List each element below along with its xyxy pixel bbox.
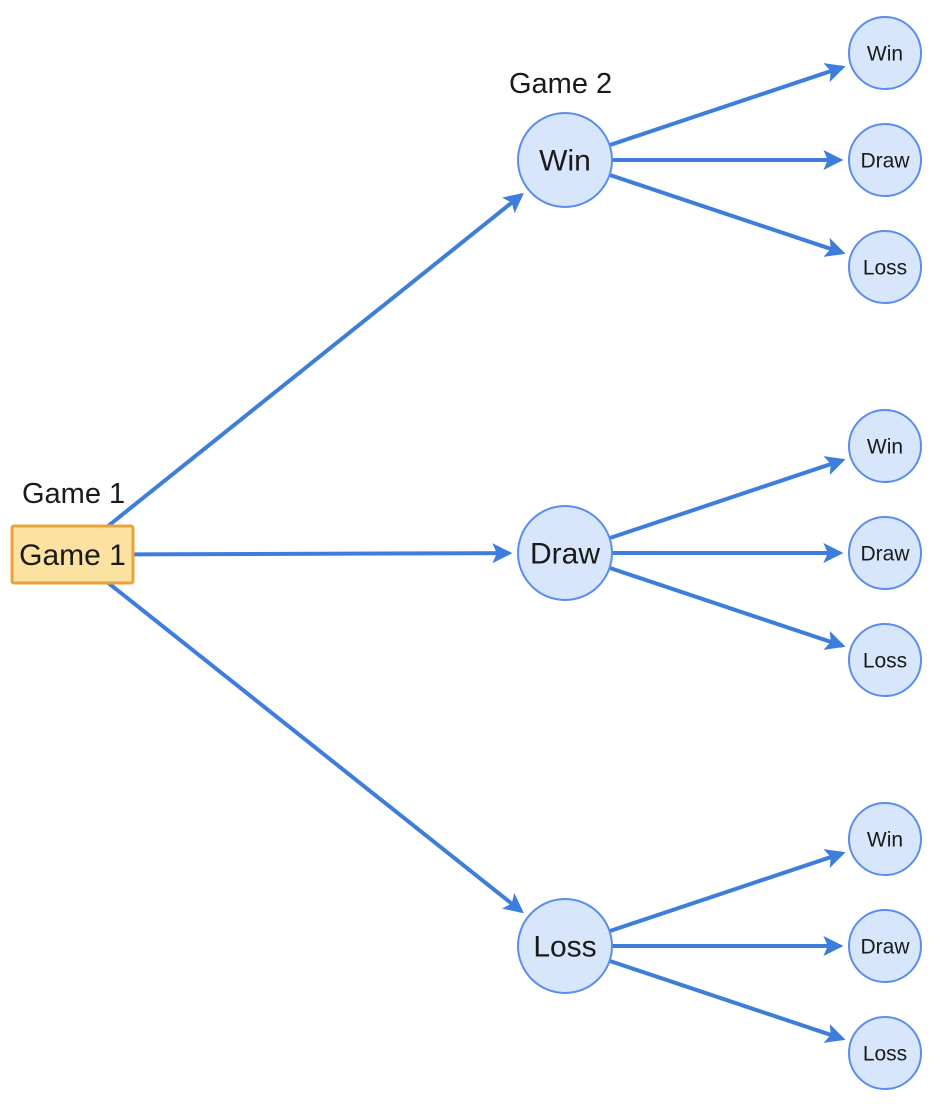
root-node-shape[interactable]: [10, 524, 135, 585]
edge-branch-loss-to-leaf-loss-loss: [608, 959, 846, 1043]
leaf-draw-win-shape[interactable]: [848, 409, 922, 483]
root-node-label: Game 1: [19, 539, 126, 572]
leaf-draw-win[interactable]: Win: [848, 409, 922, 483]
leaf-loss-loss-label: Loss: [863, 1043, 907, 1066]
edge-branch-draw-to-leaf-draw-win: [608, 456, 846, 540]
nodes-layer: Game 1WinWinDrawLossDrawWinDrawLossLossW…: [10, 16, 922, 1090]
leaf-draw-draw-label: Draw: [860, 543, 910, 566]
edge-branch-win-to-leaf-win-loss: [608, 173, 846, 257]
leaf-draw-draw-shape[interactable]: [848, 516, 922, 590]
leaf-win-draw[interactable]: Draw: [848, 123, 922, 197]
leaf-win-draw-label: Draw: [860, 150, 910, 173]
leaf-draw-win-label: Win: [867, 436, 903, 459]
root-node-game-1[interactable]: Game 1: [10, 524, 135, 585]
edge-root-to-branch-loss: [107, 581, 524, 914]
branch-node-loss-label: Loss: [533, 931, 596, 964]
edges-layer: [106, 63, 846, 1043]
leaf-draw-loss[interactable]: Loss: [848, 623, 922, 697]
stage-game-1-label: Game 1: [22, 478, 125, 510]
leaf-loss-draw-shape[interactable]: [848, 909, 922, 983]
leaf-loss-win[interactable]: Win: [848, 802, 922, 876]
leaf-loss-draw[interactable]: Draw: [848, 909, 922, 983]
branch-node-win-label: Win: [539, 145, 591, 178]
branch-node-draw[interactable]: Draw: [517, 505, 613, 601]
branch-node-win-shape[interactable]: [517, 112, 613, 208]
leaf-draw-loss-label: Loss: [863, 650, 907, 673]
leaf-win-loss-label: Loss: [863, 257, 907, 280]
leaf-loss-loss[interactable]: Loss: [848, 1016, 922, 1090]
edge-branch-win-to-leaf-win-win: [608, 63, 846, 147]
branch-node-win[interactable]: Win: [517, 112, 613, 208]
leaf-win-loss-shape[interactable]: [848, 230, 922, 304]
leaf-loss-win-label: Win: [867, 829, 903, 852]
leaf-draw-draw[interactable]: Draw: [848, 516, 922, 590]
leaf-win-win[interactable]: Win: [848, 16, 922, 90]
edge-branch-loss-to-leaf-loss-win: [608, 849, 846, 933]
branch-node-loss[interactable]: Loss: [517, 898, 613, 994]
branch-node-draw-label: Draw: [530, 538, 600, 571]
edge-branch-draw-to-leaf-draw-loss: [608, 566, 846, 650]
leaf-loss-draw-label: Draw: [860, 936, 910, 959]
stage-game-2-label: Game 2: [509, 68, 612, 100]
leaf-loss-loss-shape[interactable]: [848, 1016, 922, 1090]
stage-labels-layer: Game 1 Game 2: [22, 68, 612, 510]
edge-root-to-branch-win: [106, 192, 524, 528]
leaf-win-draw-shape[interactable]: [848, 123, 922, 197]
leaf-win-win-label: Win: [867, 43, 903, 66]
leaf-win-win-shape[interactable]: [848, 16, 922, 90]
branch-node-loss-shape[interactable]: [517, 898, 613, 994]
leaf-win-loss[interactable]: Loss: [848, 230, 922, 304]
leaf-loss-win-shape[interactable]: [848, 802, 922, 876]
edge-root-to-branch-draw: [132, 543, 513, 564]
branch-node-draw-shape[interactable]: [517, 505, 613, 601]
leaf-draw-loss-shape[interactable]: [848, 623, 922, 697]
